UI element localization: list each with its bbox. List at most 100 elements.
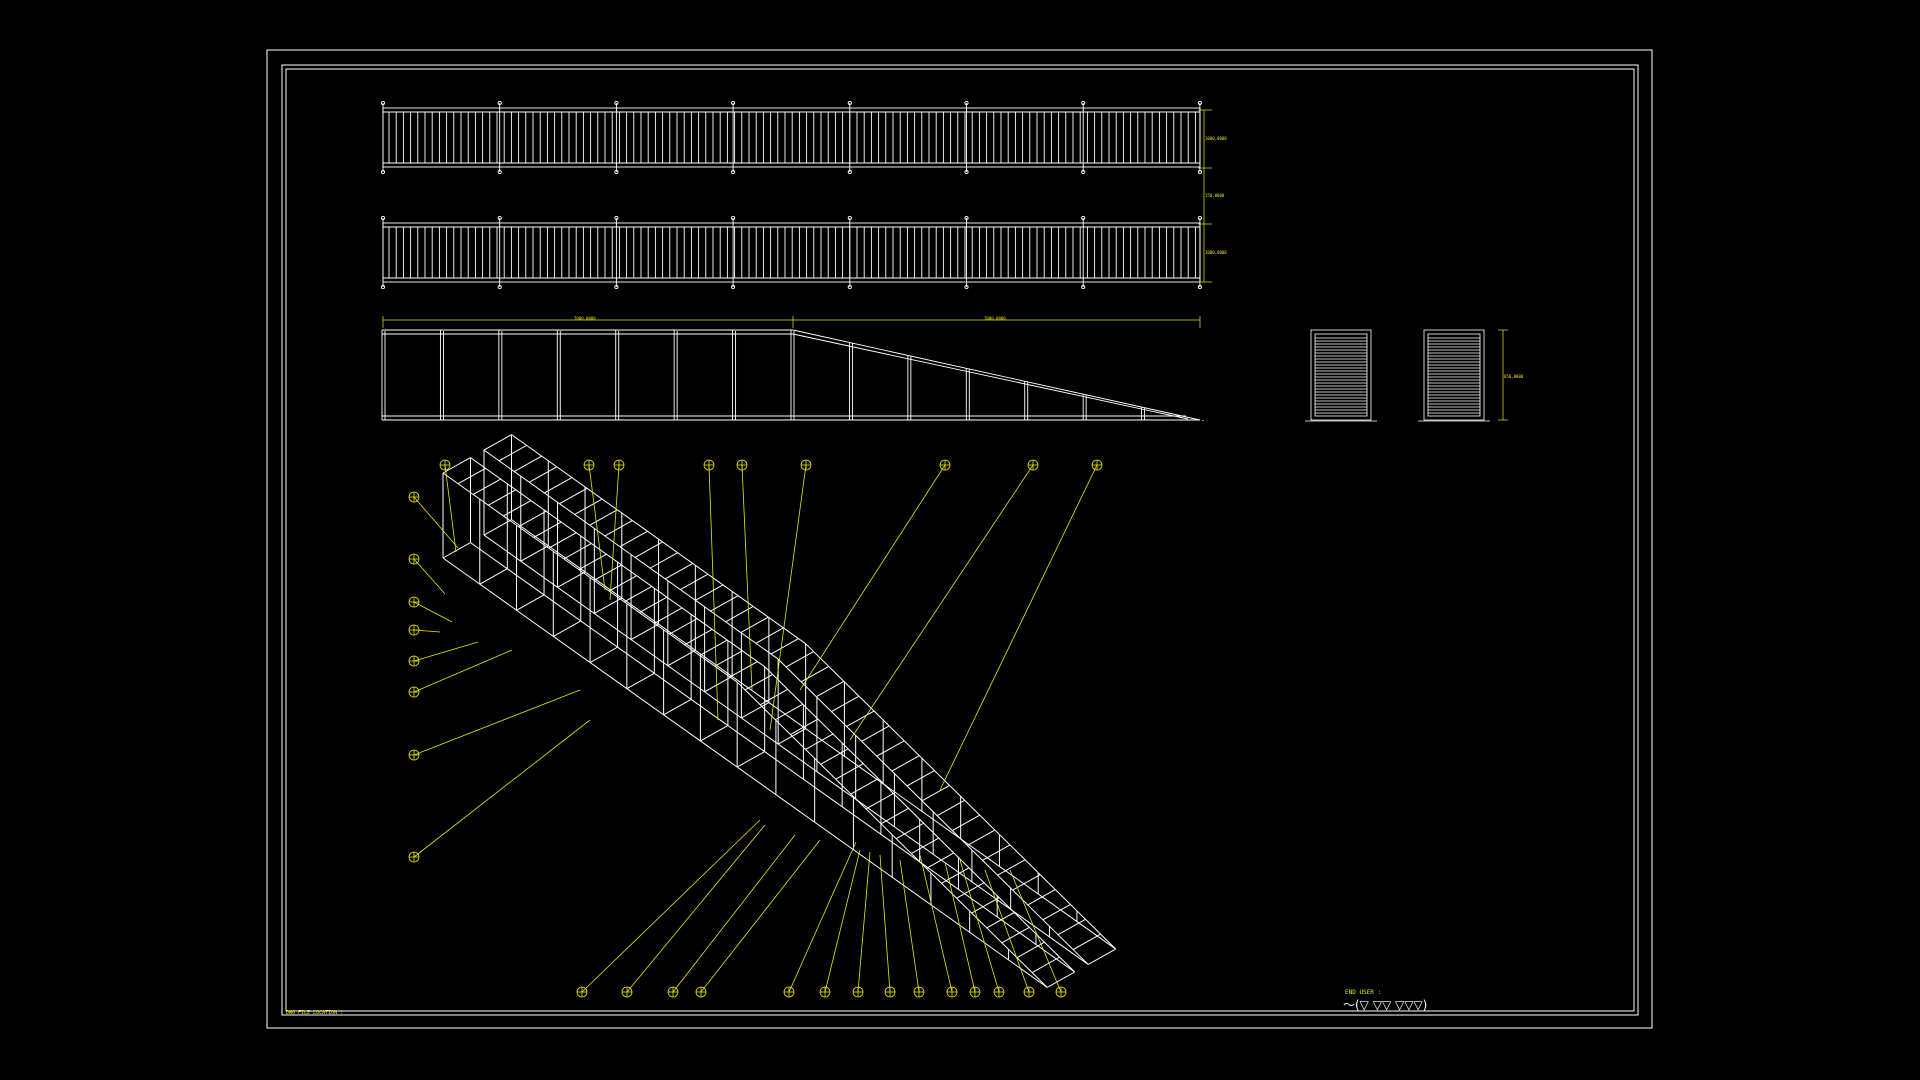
callout-leader <box>588 464 606 591</box>
callout-leader <box>741 464 753 691</box>
post-cap <box>380 169 386 175</box>
iso-deck-slat <box>891 755 920 772</box>
iso-deck-slat <box>578 553 607 571</box>
callout <box>959 859 1005 998</box>
callout <box>667 834 796 998</box>
iso-deck-slat <box>1016 941 1045 959</box>
iso-deck-slat <box>816 680 845 698</box>
iso-deck-slat <box>1057 918 1086 936</box>
end-view-right <box>1418 329 1490 422</box>
post-cap <box>1081 215 1086 221</box>
callout <box>408 553 446 595</box>
callout-leader <box>879 854 891 993</box>
iso-bottom-cross <box>667 649 696 667</box>
post-cap <box>497 169 502 175</box>
iso-deck-slat <box>861 725 890 742</box>
iso-deck-slat <box>911 837 939 854</box>
iso-deck-slat <box>967 829 996 846</box>
callout-leader <box>444 464 457 553</box>
dimension-lines <box>382 109 1508 421</box>
iso-deck-slat <box>1031 956 1060 973</box>
callout <box>408 649 513 698</box>
iso-deck-slat <box>805 733 834 750</box>
post-cap <box>1081 169 1086 175</box>
iso-deck-slat <box>1072 933 1101 951</box>
iso-deck-slat <box>986 912 1015 929</box>
iso-bottom-cross <box>479 568 508 585</box>
post-cap <box>1197 284 1202 290</box>
inner-border <box>281 64 1639 1016</box>
callout <box>984 869 1035 998</box>
side-elevation <box>381 329 1204 421</box>
iso-deck-slat <box>563 543 592 560</box>
post-cap <box>847 215 852 221</box>
iso-deck-slat <box>926 852 955 869</box>
iso-deck-slat <box>608 575 637 592</box>
callout <box>939 459 1103 791</box>
callout <box>576 819 761 998</box>
iso-deck-slat <box>513 455 542 472</box>
callout-leader <box>984 869 1030 993</box>
callout-leader <box>769 464 807 731</box>
callout <box>408 641 479 667</box>
strip-outline <box>382 222 1201 283</box>
end-frame-inner <box>1314 333 1368 417</box>
iso-deck-slat <box>634 541 663 558</box>
callout-leader <box>413 601 453 623</box>
callout <box>439 459 457 553</box>
callout-leader <box>413 719 591 858</box>
iso-bottom-cross <box>589 646 618 663</box>
iso-deck-slat <box>695 584 724 601</box>
callout-leader <box>413 558 446 595</box>
callout <box>621 824 766 998</box>
iso-deck-slat <box>1001 926 1030 944</box>
callout <box>852 851 871 998</box>
iso-bottom-cross <box>520 545 549 562</box>
iso-deck-slat <box>684 628 713 646</box>
callout <box>408 624 441 636</box>
iso-deck-slat <box>442 457 471 474</box>
dim-top-width-lower: 1000,0000 <box>1205 250 1227 255</box>
iso-bottom-cross <box>700 725 729 742</box>
iso-deck-slat <box>997 859 1026 876</box>
callout-leader <box>626 824 766 993</box>
callout <box>819 849 861 998</box>
iso-deck-slat <box>559 487 588 505</box>
end-frame <box>1310 329 1372 421</box>
iso-deck-slat <box>835 763 864 780</box>
callout <box>1009 869 1067 998</box>
callout <box>919 854 958 998</box>
callout-leader <box>857 851 871 993</box>
iso-deck-slat <box>800 665 829 683</box>
post-cap <box>614 284 619 290</box>
callout <box>408 689 581 761</box>
iso-deck-slat <box>790 718 819 735</box>
post-cap <box>497 100 502 106</box>
iso-bottom-chord <box>470 542 1075 973</box>
post-cap <box>731 169 736 175</box>
post-cap <box>1197 169 1202 175</box>
iso-deck-slat <box>941 867 970 884</box>
iso-deck-slat <box>593 564 622 581</box>
isometric-view <box>442 434 1117 988</box>
callout <box>899 859 925 998</box>
iso-deck-slat <box>548 532 577 549</box>
post-cap <box>1081 284 1086 290</box>
callout <box>583 459 606 591</box>
iso-deck-slat <box>850 778 879 795</box>
callout-leader <box>581 819 761 993</box>
iso-deck-slat <box>770 638 799 655</box>
iso-bottom-cross <box>663 698 692 716</box>
post-cap <box>380 100 386 106</box>
iso-deck-slat <box>895 822 924 840</box>
drawing-frame <box>266 49 1653 1029</box>
callout-leader <box>1009 869 1062 993</box>
post-cap <box>731 100 736 106</box>
file-location-label: DWG FILE LOCATION : <box>286 1010 344 1016</box>
post-cap <box>964 169 969 175</box>
callout <box>408 491 459 549</box>
iso-bottom-cross <box>516 594 545 611</box>
end-user-label: END USER : <box>1345 989 1382 996</box>
iso-deck-slat <box>483 434 512 451</box>
